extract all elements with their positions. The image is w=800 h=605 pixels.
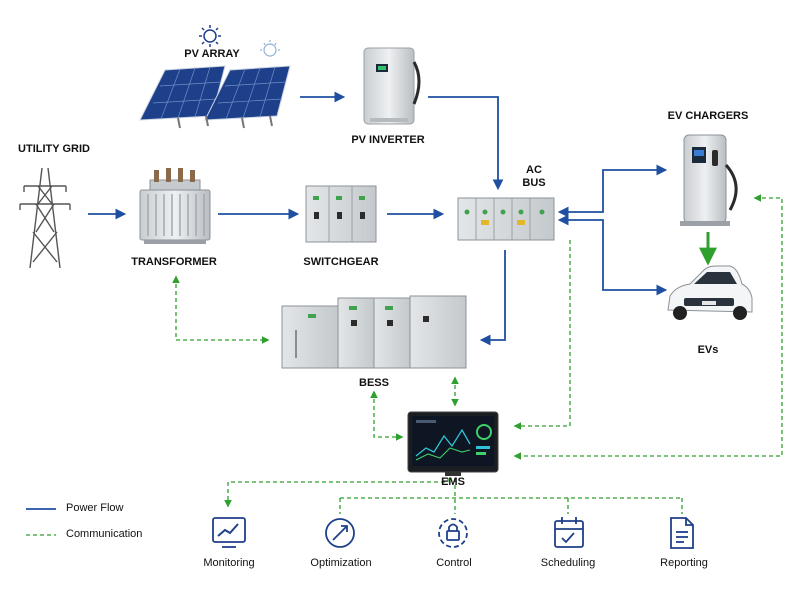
bess-ems-comm-left — [370, 390, 404, 441]
ac-bus-illustration — [457, 197, 555, 241]
ev-car-illustration — [667, 265, 753, 320]
solar-panel-right — [204, 65, 291, 121]
reporting-icon — [670, 517, 694, 549]
monitoring-icon — [212, 517, 246, 548]
ems-label: EMS — [441, 476, 465, 488]
legend-communication-label: Communication — [66, 528, 143, 540]
control-icon — [438, 518, 468, 548]
bess-illustration — [281, 295, 467, 369]
function-label-optimization: Optimization — [310, 557, 372, 569]
evs-label: EVs — [697, 344, 719, 356]
pv-inverter-label: PV INVERTER — [351, 134, 425, 146]
transformer-bess-comm — [172, 275, 270, 344]
ac-bus-label-line2: BUS — [522, 177, 546, 189]
pv-array-illustration — [139, 25, 291, 129]
ev-chargers-label: EV CHARGERS — [667, 110, 749, 122]
ac-bus-label-line1: AC — [526, 164, 542, 176]
communication-lines — [172, 194, 783, 514]
ac-bus-to-evs-arrow — [557, 214, 668, 296]
transformer-illustration — [139, 168, 211, 244]
bess-label: BESS — [359, 377, 389, 389]
ev-charger-illustration — [680, 134, 738, 226]
utility-grid-label: UTILITY GRID — [18, 143, 90, 155]
ems-display-illustration — [407, 411, 499, 476]
switchgear-illustration — [305, 185, 377, 243]
transmission-tower-illustration — [19, 167, 71, 269]
inverter-to-ac-bus-arrow — [428, 96, 504, 191]
pv-array-label: PV ARRAY — [184, 48, 240, 60]
optimization-icon — [325, 518, 355, 548]
ev-chargers-ems-comm — [513, 194, 783, 460]
function-label-control: Control — [436, 557, 472, 569]
ac-bus-to-ev-chargers-arrow — [557, 164, 668, 218]
transformer-label: TRANSFORMER — [131, 256, 217, 268]
ac-bus-ems-comm — [513, 240, 571, 430]
function-label-reporting: Reporting — [660, 557, 708, 569]
ems-to-monitoring-comm — [224, 478, 449, 508]
sun-icon-faded — [260, 40, 280, 57]
pv-inverter-illustration — [363, 47, 421, 125]
scheduling-icon — [554, 517, 584, 548]
function-label-scheduling: Scheduling — [540, 557, 596, 569]
switchgear-label: SWITCHGEAR — [303, 256, 379, 268]
function-label-monitoring: Monitoring — [203, 557, 255, 569]
legend-power-flow-label: Power Flow — [66, 502, 124, 514]
sun-icon — [199, 25, 221, 47]
ac-bus-to-bess-arrow — [479, 250, 506, 346]
